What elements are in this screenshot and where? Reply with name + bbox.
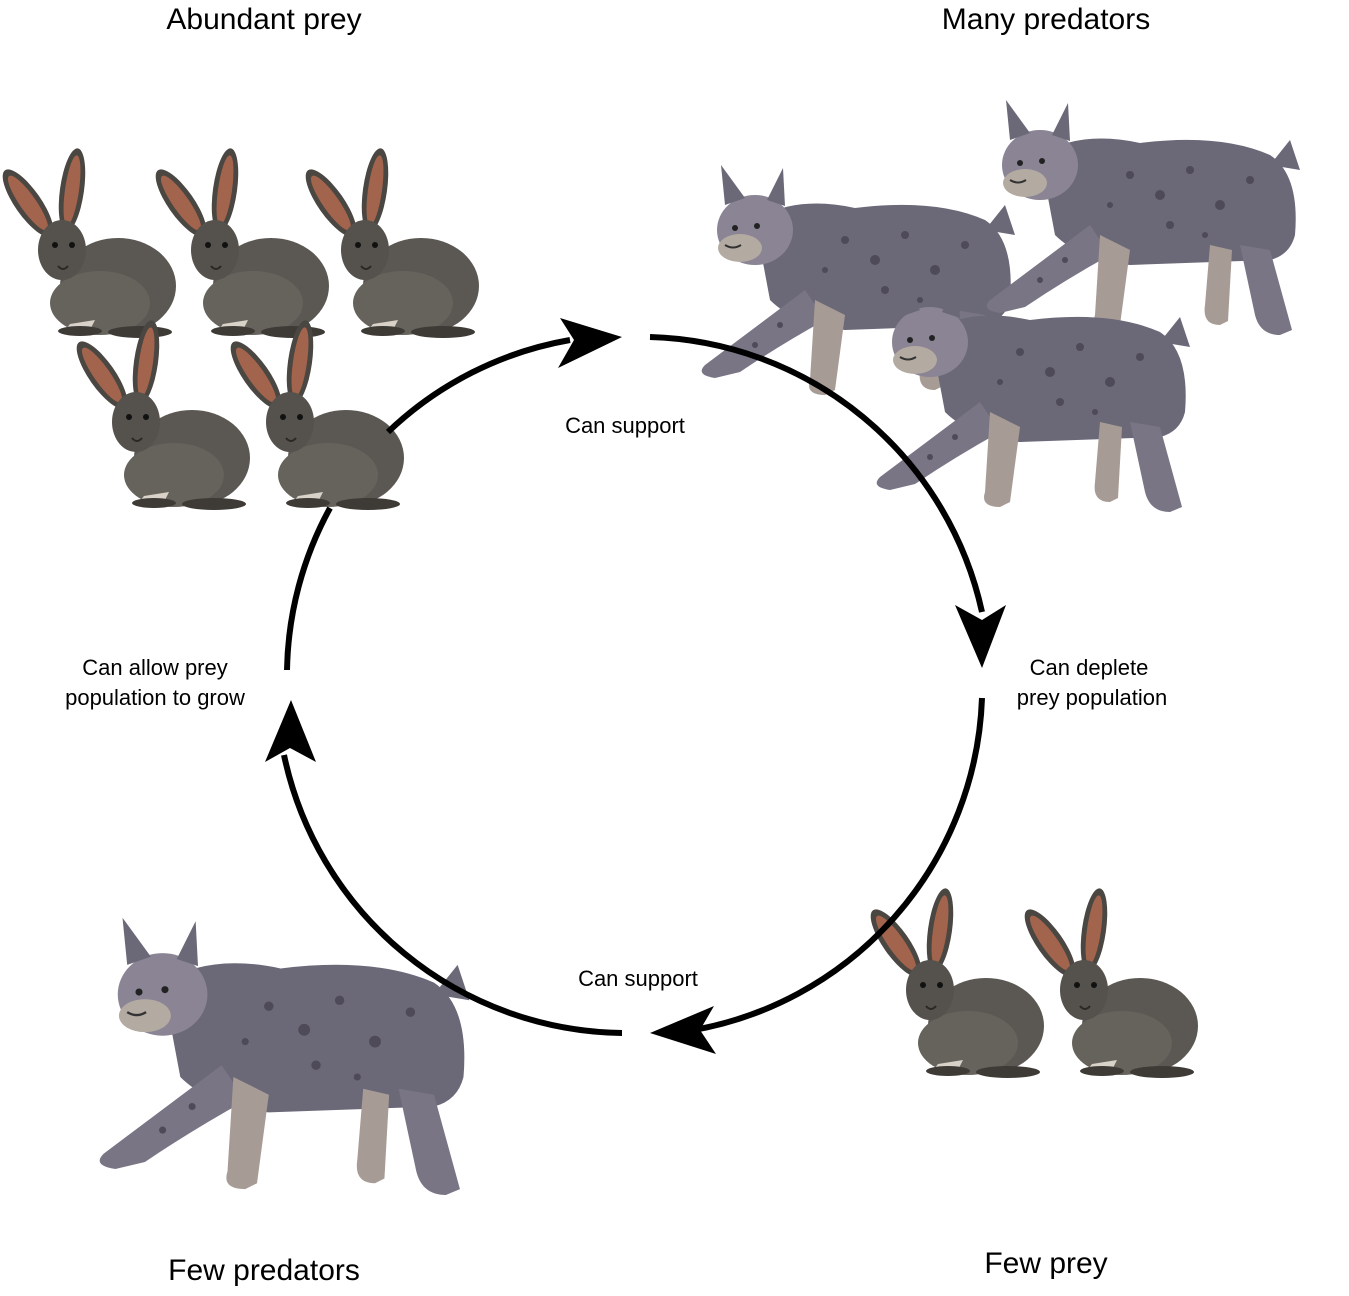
few-prey-hares: [861, 885, 1199, 1079]
abundant-prey-hares: [0, 145, 480, 511]
arc-top-right: [649, 334, 985, 613]
hare-icon: [861, 885, 1045, 1079]
transition-left-label-2: population to grow: [65, 685, 245, 710]
arrowhead-top: [558, 318, 622, 368]
stage-few-predators: Few predators: [168, 1254, 360, 1287]
transition-left-label-1: Can allow prey: [82, 655, 228, 680]
arc-bottom-left: [281, 754, 623, 1036]
stage-many-predators: Many predators: [942, 3, 1150, 36]
arc-top-left: [385, 337, 571, 435]
arrowhead-bottom: [650, 1006, 716, 1054]
stage-abundant-prey: Abundant prey: [166, 3, 361, 36]
hare-icon: [146, 145, 330, 339]
hare-icon: [1015, 885, 1199, 1079]
hare-icon: [0, 145, 178, 339]
arc-left: [284, 506, 333, 671]
hare-icon: [67, 317, 252, 511]
cycle-arrows: [265, 318, 1006, 1054]
transition-top-label: Can support: [565, 413, 685, 438]
arrowhead-left: [265, 700, 316, 762]
arrowhead-right: [955, 605, 1006, 668]
transition-bottom-label: Can support: [578, 966, 698, 991]
transition-right-label-1: Can deplete: [1030, 655, 1149, 680]
hare-icon: [221, 317, 405, 511]
transition-right-label-2: prey population: [1017, 685, 1167, 710]
lynx-icon: [985, 99, 1301, 336]
stage-few-prey: Few prey: [984, 1247, 1107, 1280]
many-predators-lynxes: [700, 99, 1301, 513]
arc-bottom-right: [687, 697, 985, 1034]
hare-icon: [296, 145, 480, 339]
